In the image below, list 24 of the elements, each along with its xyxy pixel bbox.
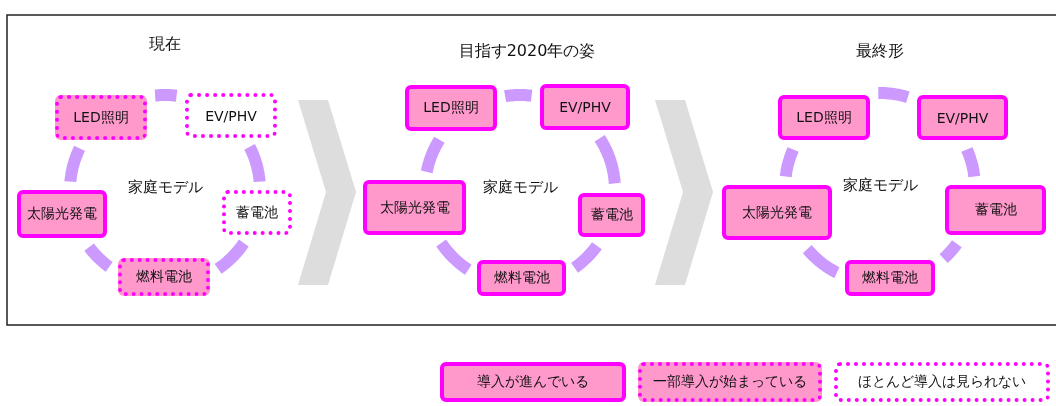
technology-box: EV/PHV bbox=[540, 84, 630, 130]
legend-item: 一部導入が始まっている bbox=[638, 362, 822, 402]
technology-box: EV/PHV bbox=[185, 93, 277, 138]
center-label: 家庭モデル bbox=[830, 176, 930, 195]
panel-title: 現在 bbox=[148, 34, 182, 55]
technology-box: 蓄電池 bbox=[578, 193, 645, 237]
technology-box: 太陽光発電 bbox=[722, 185, 832, 240]
technology-box: 太陽光発電 bbox=[17, 190, 107, 238]
technology-box: 燃料電池 bbox=[118, 258, 210, 296]
technology-box: LED照明 bbox=[778, 95, 870, 140]
technology-box: LED照明 bbox=[55, 95, 147, 140]
technology-box: 太陽光発電 bbox=[363, 180, 466, 235]
technology-box: LED照明 bbox=[405, 85, 497, 131]
panel-title: 目指す2020年の姿 bbox=[457, 41, 597, 62]
legend-item: ほとんど導入は見られない bbox=[834, 362, 1050, 402]
technology-box: 燃料電池 bbox=[477, 260, 566, 296]
panel-title: 最終形 bbox=[855, 41, 905, 62]
technology-box: 蓄電池 bbox=[222, 190, 292, 235]
center-label: 家庭モデル bbox=[470, 178, 570, 197]
technology-box: EV/PHV bbox=[917, 95, 1008, 140]
technology-box: 燃料電池 bbox=[845, 260, 935, 296]
center-label: 家庭モデル bbox=[115, 178, 215, 197]
legend-item: 導入が進んでいる bbox=[440, 362, 626, 402]
technology-box: 蓄電池 bbox=[945, 185, 1046, 235]
